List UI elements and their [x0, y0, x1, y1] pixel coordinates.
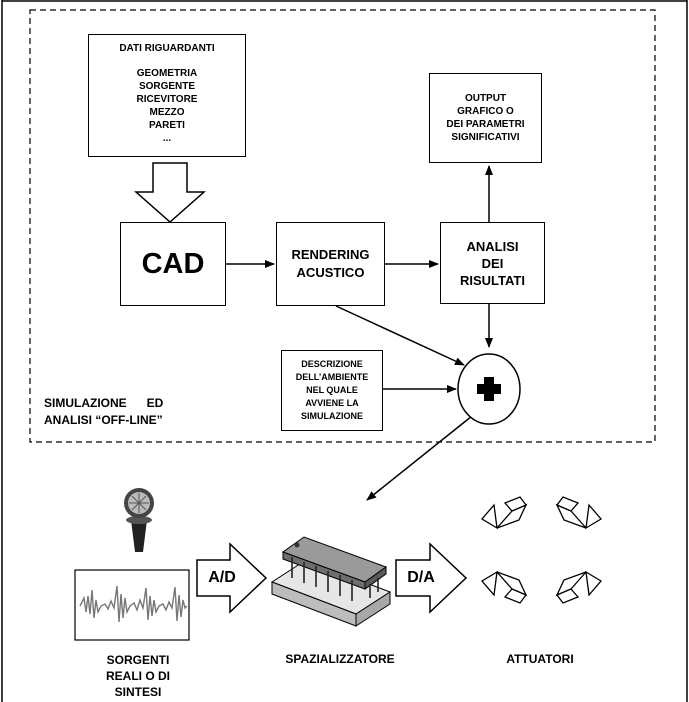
- sorgenti-line-3: SINTESI: [114, 685, 162, 699]
- dati-box: DATI RIGUARDANTI GEOMETRIA SORGENTE RICE…: [88, 34, 246, 157]
- arrow-plus-to-spazializzatore: [366, 415, 473, 501]
- analisi-line-2: DEI: [481, 255, 504, 271]
- descrizione-line-5: SIMULAZIONE: [301, 411, 363, 421]
- waveform-signal: [79, 585, 188, 623]
- sorgenti-line-1: SORGENTI: [106, 653, 170, 667]
- descrizione-box: DESCRIZIONE DELL’AMBIENTE NEL QUALE AVVI…: [281, 350, 383, 431]
- microphone-icon: [124, 488, 154, 552]
- da-converter-arrow: [395, 542, 468, 614]
- chip-icon: [270, 536, 392, 627]
- sorgenti-label: SORGENTI REALI O DI SINTESI: [80, 652, 196, 700]
- dati-item-geometria: GEOMETRIA: [136, 68, 198, 79]
- dati-item-ellipsis: ...: [162, 133, 172, 144]
- descrizione-line-2: DELL’AMBIENTE: [295, 372, 369, 382]
- attuatori-label: ATTUATORI: [506, 652, 574, 666]
- output-line-2: GRAFICO O: [457, 106, 514, 117]
- rendering-line-1: RENDERING: [291, 247, 370, 262]
- speaker-icon-top-left: [481, 496, 528, 530]
- dati-item-ricevitore: RICEVITORE: [136, 94, 198, 105]
- speaker-icon-bottom-right: [555, 570, 602, 604]
- rendering-line-2: ACUSTICO: [296, 265, 365, 280]
- descrizione-line-4: AVVIENE LA: [305, 398, 359, 408]
- plus-icon: [477, 377, 501, 401]
- dati-item-mezzo: MEZZO: [149, 107, 185, 118]
- simulation-label-line-1: SIMULAZIONE ED: [44, 396, 164, 410]
- da-label: D/A: [407, 569, 435, 586]
- output-line-4: SIGNIFICATIVI: [451, 132, 520, 143]
- dati-title: DATI RIGUARDANTI: [119, 43, 215, 54]
- arrow-rendering-to-plus: [335, 305, 465, 366]
- descrizione-line-1: DESCRIZIONE: [301, 359, 363, 369]
- simulation-region: [29, 9, 656, 443]
- rendering-box: RENDERING ACUSTICO: [276, 222, 385, 306]
- analisi-box: ANALISI DEI RISULTATI: [440, 222, 545, 304]
- ad-converter-arrow: [196, 542, 268, 614]
- simulation-label-line-2: ANALISI “OFF-LINE”: [44, 413, 163, 427]
- dati-item-pareti: PARETI: [149, 120, 185, 131]
- sorgenti-line-2: REALI O DI: [105, 669, 170, 683]
- ad-label: A/D: [208, 569, 236, 586]
- analisi-line-3: RISULTATI: [460, 272, 525, 288]
- analisi-line-1: ANALISI: [466, 238, 519, 254]
- output-box: OUTPUT GRAFICO O DEI PARAMETRI SIGNIFICA…: [429, 73, 542, 163]
- output-line-1: OUTPUT: [464, 93, 507, 104]
- dati-item-sorgente: SORGENTE: [138, 81, 196, 92]
- hollow-down-arrow: [134, 162, 206, 224]
- spazializzatore-label: SPAZIALIZZATORE: [285, 652, 395, 666]
- simulation-label: SIMULAZIONE ED ANALISI “OFF-LINE”: [44, 395, 163, 429]
- descrizione-line-3: NEL QUALE: [306, 385, 358, 395]
- speaker-icon-bottom-left: [481, 570, 528, 604]
- cad-box: CAD: [120, 222, 226, 306]
- speaker-icon-top-right: [555, 496, 602, 530]
- output-line-3: DEI PARAMETRI: [446, 119, 525, 130]
- cad-label: CAD: [141, 247, 205, 280]
